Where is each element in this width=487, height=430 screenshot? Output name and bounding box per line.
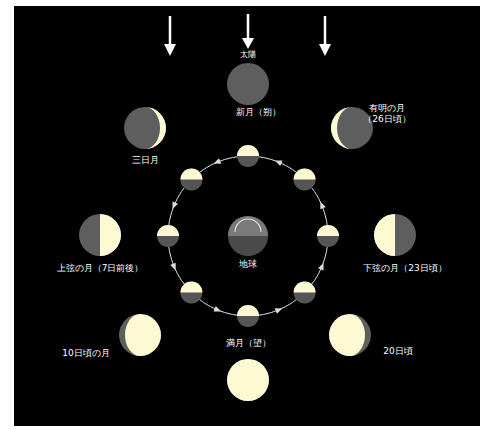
phase-label: 地球 — [239, 259, 257, 270]
orbit-circle — [168, 156, 328, 316]
moon-lit — [100, 214, 121, 256]
moon-lit — [331, 107, 352, 149]
orbit-moon-dark — [180, 282, 202, 304]
moon-dark — [79, 214, 121, 256]
moon-lit — [374, 214, 395, 256]
phase-name: 20日頃 — [383, 346, 412, 357]
moon-dark — [124, 107, 166, 149]
orbit-moon-dark — [294, 168, 316, 190]
orbit-moon-dark — [317, 225, 339, 247]
moon-phase — [119, 314, 161, 356]
sunlight-arrows — [164, 14, 331, 56]
orbit-arrowhead — [172, 201, 178, 209]
orbit-moon-lit — [180, 282, 202, 293]
moon-lit — [329, 314, 365, 356]
moon-phases — [79, 63, 416, 401]
orbit-arrowhead — [320, 202, 326, 210]
phase-label: 新月（朔） — [236, 107, 281, 118]
orbit-moon-lit — [294, 168, 316, 179]
orbit-moon-lit — [294, 282, 316, 293]
orbit-moon-lit — [180, 168, 202, 179]
orbit-moon-dark — [180, 168, 202, 190]
orbit-arrowhead — [213, 306, 221, 312]
sun-label: 太陽 — [240, 50, 256, 60]
phase-label: 三日月 — [132, 155, 159, 166]
moon-dark — [119, 314, 161, 356]
orbit-moon-dark — [237, 145, 259, 167]
orbit-moon-lit — [237, 145, 259, 156]
moon-phase — [227, 359, 269, 401]
orbit-moons — [157, 145, 339, 327]
moon-phase — [227, 63, 269, 105]
moon-phase — [374, 214, 416, 256]
label-text: 太陽 — [240, 50, 256, 60]
orbit-moon-lit — [317, 225, 339, 236]
phase-name: 地球 — [239, 259, 257, 270]
moon-phase — [329, 314, 371, 356]
orbit-moon-dark — [237, 305, 259, 327]
moon-dark — [329, 314, 371, 356]
phase-name: 三日月 — [132, 155, 159, 166]
moon-lit — [125, 314, 161, 356]
phase-label: 20日頃 — [383, 346, 412, 357]
phase-label: 有明の月 （26日頃） — [359, 103, 415, 125]
moon-lit — [145, 107, 166, 149]
moon-dark — [227, 63, 269, 105]
phase-name: 有明の月 （26日頃） — [359, 103, 415, 125]
orbit-moon-dark — [157, 225, 179, 247]
moon-dark — [227, 359, 269, 401]
moon-dark — [331, 107, 373, 149]
earth-symbol — [228, 216, 268, 256]
phase-label: 満月（望） — [226, 338, 271, 349]
moon-phase — [124, 107, 166, 149]
orbit-moon-lit — [157, 225, 179, 236]
moon-lit — [227, 359, 269, 401]
orbit-arrowhead — [275, 308, 283, 314]
moon-dark — [374, 214, 416, 256]
orbit-arrowhead — [214, 158, 222, 164]
orbit-arrowhead — [170, 263, 176, 271]
phase-name: 新月（朔） — [236, 107, 281, 118]
phase-name: 下弦の月（23日頃） — [363, 263, 446, 274]
orbit-moon-dark — [294, 282, 316, 304]
phase-label: 10日頃の月 — [62, 348, 109, 359]
orbit-moon-lit — [237, 305, 259, 316]
phase-name: 上弦の月（7日前後） — [57, 263, 144, 274]
orbit-arrowhead — [275, 160, 283, 166]
phase-name: 満月（望） — [226, 338, 271, 349]
phase-label: 上弦の月（7日前後） — [57, 263, 144, 274]
orbit-arrowhead — [318, 263, 324, 271]
night-background — [14, 6, 480, 426]
moon-phase — [79, 214, 121, 256]
phase-name: 10日頃の月 — [62, 348, 109, 359]
phase-label: 下弦の月（23日頃） — [363, 263, 446, 274]
moon-phase — [331, 107, 373, 149]
